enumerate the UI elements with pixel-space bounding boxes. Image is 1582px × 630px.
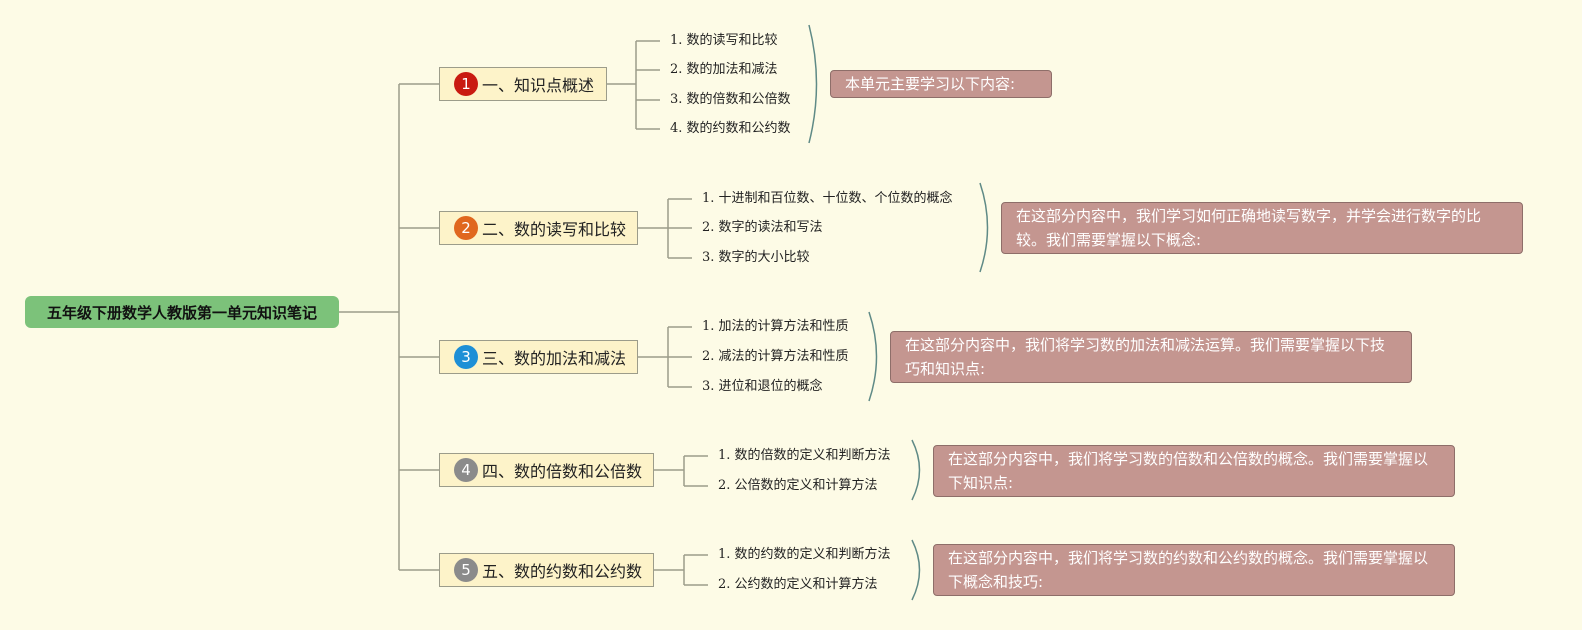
subtopic-item[interactable]: 1. 加法的计算方法和性质 — [702, 319, 849, 334]
summary-note[interactable]: 在这部分内容中，我们将学习数的约数和公约数的概念。我们需要掌握以下概念和技巧: — [933, 544, 1455, 596]
subtopic-item[interactable]: 2. 数的加法和减法 — [670, 62, 778, 77]
root-topic[interactable]: 五年级下册数学人教版第一单元知识笔记 — [25, 296, 339, 328]
summary-bracket — [911, 539, 921, 601]
summary-bracket — [808, 24, 818, 144]
root-topic-label: 五年级下册数学人教版第一单元知识笔记 — [46, 303, 317, 322]
branch-topic-label: 三、数的加法和减法 — [482, 349, 627, 368]
summary-bracket — [979, 182, 989, 273]
summary-bracket — [911, 439, 921, 501]
subtopic-item[interactable]: 1. 数的读写和比较 — [670, 33, 778, 48]
branch-topic-label: 二、数的读写和比较 — [482, 220, 627, 239]
summary-note-text: 本单元主要学习以下内容: — [845, 75, 1016, 93]
subtopic-item[interactable]: 2. 数字的读法和写法 — [702, 220, 823, 235]
subtopic-item[interactable]: 4. 数的约数和公约数 — [670, 121, 791, 136]
subtopic-item[interactable]: 1. 数的约数的定义和判断方法 — [718, 547, 891, 562]
summary-note-text: 在这部分内容中，我们将学习数的倍数和公倍数的概念。我们需要掌握以下知识点: — [948, 450, 1429, 492]
subtopic-item[interactable]: 2. 减法的计算方法和性质 — [702, 349, 849, 364]
summary-note[interactable]: 在这部分内容中，我们将学习数的加法和减法运算。我们需要掌握以下技巧和知识点: — [890, 331, 1412, 383]
number-badge-icon: 5 — [454, 558, 478, 582]
branch-topic-label: 一、知识点概述 — [482, 76, 595, 95]
number-badge-icon: 4 — [454, 458, 478, 482]
number-badge-icon: 2 — [454, 216, 478, 240]
summary-note[interactable]: 本单元主要学习以下内容: — [830, 70, 1052, 98]
subtopic-item[interactable]: 1. 数的倍数的定义和判断方法 — [718, 448, 891, 463]
subtopic-item[interactable]: 2. 公倍数的定义和计算方法 — [718, 478, 878, 493]
subtopic-item[interactable]: 3. 数的倍数和公倍数 — [670, 92, 791, 107]
summary-note-text: 在这部分内容中，我们将学习数的加法和减法运算。我们需要掌握以下技巧和知识点: — [905, 336, 1386, 378]
summary-bracket — [868, 311, 878, 402]
summary-note[interactable]: 在这部分内容中，我们将学习数的倍数和公倍数的概念。我们需要掌握以下知识点: — [933, 445, 1455, 497]
branch-topic-label: 五、数的约数和公约数 — [482, 562, 643, 581]
branch-topic-label: 四、数的倍数和公倍数 — [482, 462, 643, 481]
number-badge-icon: 1 — [454, 72, 478, 96]
summary-note[interactable]: 在这部分内容中，我们学习如何正确地读写数字，并学会进行数字的比较。我们需要掌握以… — [1001, 202, 1523, 254]
subtopic-item[interactable]: 3. 数字的大小比较 — [702, 250, 810, 265]
summary-note-text: 在这部分内容中，我们学习如何正确地读写数字，并学会进行数字的比较。我们需要掌握以… — [1016, 207, 1482, 249]
subtopic-item[interactable]: 2. 公约数的定义和计算方法 — [718, 577, 878, 592]
subtopic-item[interactable]: 1. 十进制和百位数、十位数、个位数的概念 — [702, 191, 953, 206]
subtopic-item[interactable]: 3. 进位和退位的概念 — [702, 379, 823, 394]
summary-note-text: 在这部分内容中，我们将学习数的约数和公约数的概念。我们需要掌握以下概念和技巧: — [948, 549, 1429, 591]
number-badge-icon: 3 — [454, 345, 478, 369]
